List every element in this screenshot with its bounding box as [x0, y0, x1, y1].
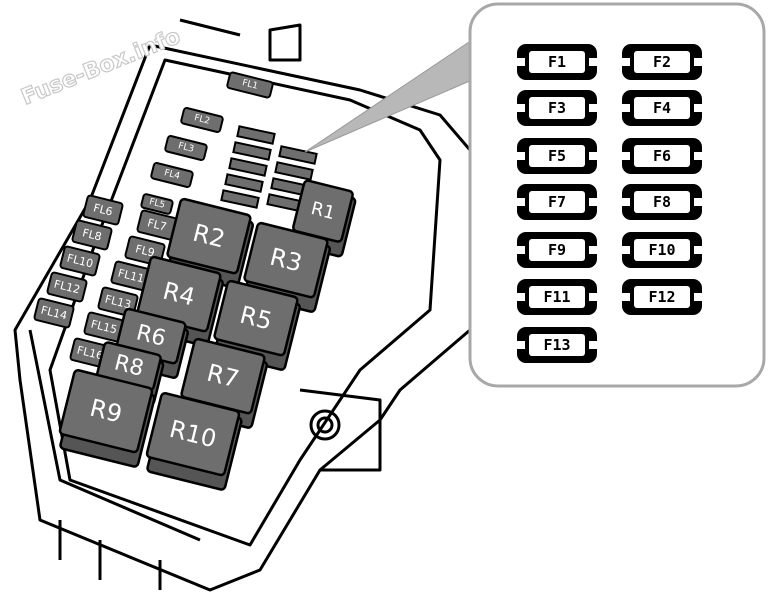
fusible-link-label: FL13: [104, 292, 133, 311]
fuse-label: F7: [548, 193, 566, 211]
fuse-f6: F6: [622, 138, 702, 174]
fusible-link-label: FL10: [66, 251, 95, 270]
callout-panel: [468, 2, 766, 388]
fuse-f2: F2: [622, 44, 702, 80]
fuse-f10: F10: [622, 232, 702, 268]
relay-r3: R3: [243, 221, 331, 313]
fusible-link-fl11: FL11: [110, 260, 152, 292]
relay-r9: R9: [58, 369, 156, 468]
fusible-link-label: FL4: [163, 168, 181, 182]
fusible-link-label: FL8: [81, 226, 103, 243]
fusible-link-label: FL12: [53, 277, 82, 296]
fusible-link-fl8: FL8: [71, 219, 113, 251]
fusible-link-fl7: FL7: [136, 209, 178, 241]
fuse-label: F6: [653, 147, 671, 165]
fusible-link-label: FL1: [241, 78, 259, 92]
fuse-label: F8: [653, 193, 671, 211]
fuse-label: F9: [548, 241, 566, 259]
fuse-f4: F4: [622, 90, 702, 126]
fuse-f12: F12: [622, 279, 702, 315]
fuse-f7: F7: [517, 184, 597, 220]
fusible-link-label: FL14: [40, 303, 69, 322]
fusible-link-label: FL9: [134, 242, 156, 259]
fusible-link-fl10: FL10: [59, 245, 101, 277]
fuse-f13: F13: [517, 327, 597, 363]
fuse-label: F10: [648, 241, 675, 259]
fuse-f11: F11: [517, 279, 597, 315]
fusible-link-label: FL15: [90, 317, 119, 336]
fusible-link-label: FL3: [177, 141, 195, 155]
fuse-f8: F8: [622, 184, 702, 220]
fuse-f9: F9: [517, 232, 597, 268]
fusible-link-fl4: FL4: [150, 162, 194, 188]
fuse-label: F12: [648, 288, 675, 306]
fusible-link-fl12: FL12: [46, 271, 88, 303]
fuse-label: F1: [548, 53, 566, 71]
fusible-link-fl14: FL14: [33, 297, 75, 329]
fusible-link-fl2: FL2: [180, 107, 224, 133]
fuse-label: F2: [653, 53, 671, 71]
fuse-label: F5: [548, 147, 566, 165]
fuse-f3: F3: [517, 90, 597, 126]
fusible-link-label: FL6: [92, 201, 114, 218]
fusible-link-label: FL11: [117, 266, 146, 285]
fusible-link-label: FL5: [148, 197, 166, 211]
fusible-link-label: FL2: [193, 113, 211, 127]
fusible-link-fl15: FL15: [83, 311, 125, 343]
fuse-f5: F5: [517, 138, 597, 174]
mini-fuse-strips: [220, 125, 318, 213]
fuse-label: F3: [548, 99, 566, 117]
fusible-link-fl3: FL3: [164, 135, 208, 161]
fusible-link-fl6: FL6: [82, 194, 124, 226]
fuse-f1: F1: [517, 44, 597, 80]
fusible-link-label: FL7: [146, 216, 168, 233]
fusible-link-fl1: FL1: [226, 71, 274, 99]
fuse-label: F11: [543, 288, 570, 306]
relay-r2: R2: [166, 197, 254, 289]
fusible-link-fl5: FL5: [140, 193, 174, 215]
fuse-label: F4: [653, 99, 671, 117]
relay-r10: R10: [145, 392, 243, 491]
fusible-link-label: FL16: [76, 343, 105, 362]
fuse-label: F13: [543, 336, 570, 354]
